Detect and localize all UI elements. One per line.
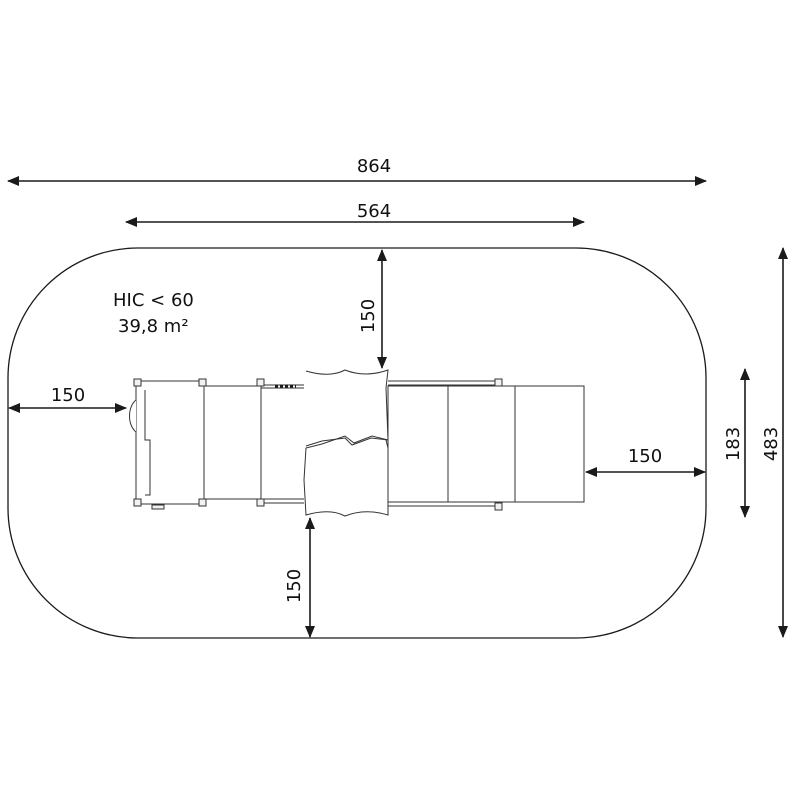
rail-bottom-one	[261, 498, 304, 504]
dimension-label-overall-width: 864	[357, 156, 391, 177]
tower-step-bump	[128, 399, 137, 433]
tower-platform	[135, 380, 205, 505]
dimension-label-clearance-top: 150	[358, 299, 379, 333]
rail-bottom-two	[388, 501, 498, 507]
deck-three	[447, 385, 516, 503]
equipment-footprint	[128, 369, 585, 517]
dimension-label-equipment-length: 564	[357, 201, 391, 222]
post	[198, 378, 207, 387]
hic-label: HIC < 60	[113, 290, 194, 311]
rail-top-two	[388, 380, 498, 386]
tower-wall	[144, 390, 151, 496]
dimension-label-equipment-width: 183	[723, 427, 744, 461]
post	[256, 378, 265, 387]
dimension-label-clearance-right: 150	[628, 446, 662, 467]
dimension-label-overall-height: 483	[761, 427, 782, 461]
post	[494, 502, 503, 511]
post	[256, 498, 265, 507]
post	[133, 378, 142, 387]
post	[494, 378, 503, 387]
tower-handle	[151, 504, 165, 510]
dimension-label-clearance-bottom: 150	[284, 569, 305, 603]
area-label: 39,8 m²	[118, 316, 189, 337]
post	[198, 498, 207, 507]
deck-one	[203, 385, 262, 500]
post	[133, 498, 142, 507]
safety-area-outline	[7, 247, 707, 639]
deck-two	[387, 385, 449, 503]
slide-panel	[514, 385, 585, 503]
bridge-split-line	[305, 437, 389, 447]
dimension-label-clearance-left: 150	[51, 385, 85, 406]
